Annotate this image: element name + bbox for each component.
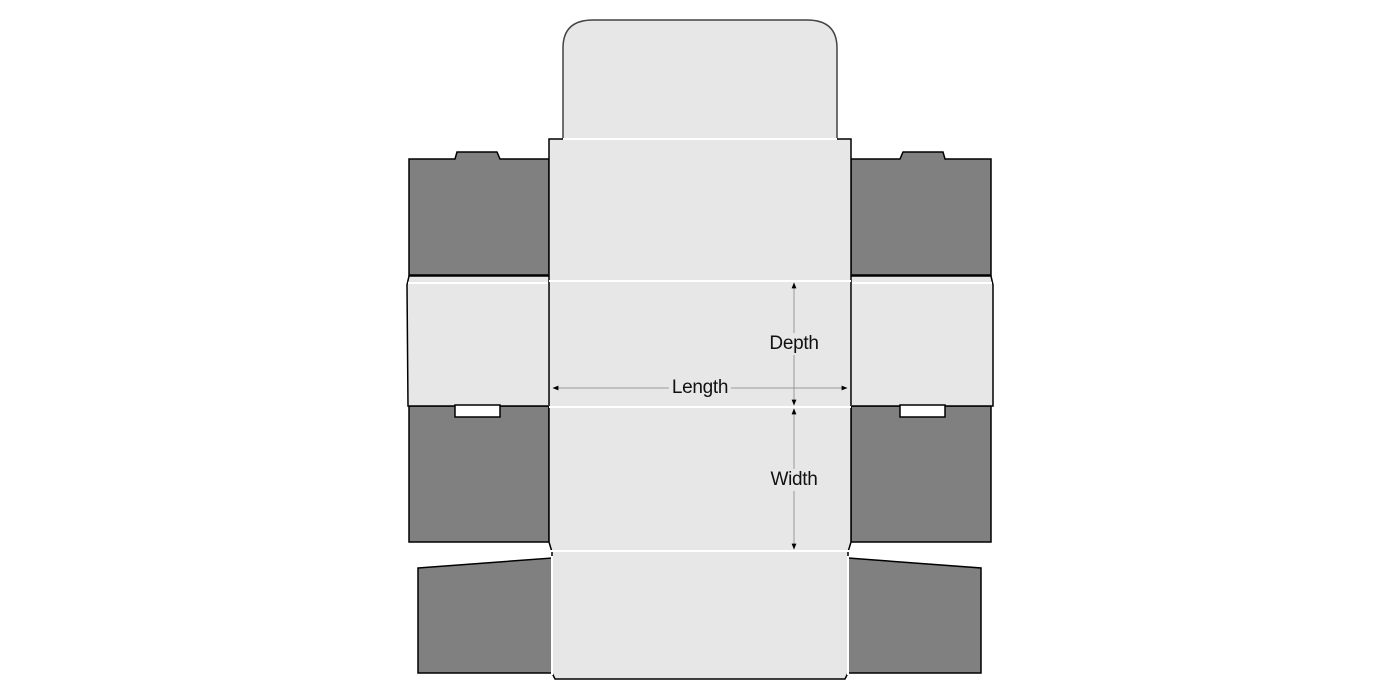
side-wall-right <box>848 275 994 407</box>
depth-label: Depth <box>766 333 822 355</box>
side-wall-left <box>406 275 552 407</box>
central-body <box>548 138 852 680</box>
dust-flap-lower-right <box>850 405 992 543</box>
bottom-flap-right <box>847 557 982 674</box>
lock-slot-right <box>899 404 946 418</box>
lock-slot-left <box>454 404 501 418</box>
bottom-flap-left <box>417 557 553 674</box>
dust-flap-upper-right <box>850 151 992 276</box>
length-label: Length <box>668 377 732 399</box>
dust-flap-lower-left <box>408 405 550 543</box>
dust-flap-upper-left <box>408 151 550 276</box>
tuck-flap <box>562 19 838 140</box>
width-label: Width <box>767 469 821 491</box>
